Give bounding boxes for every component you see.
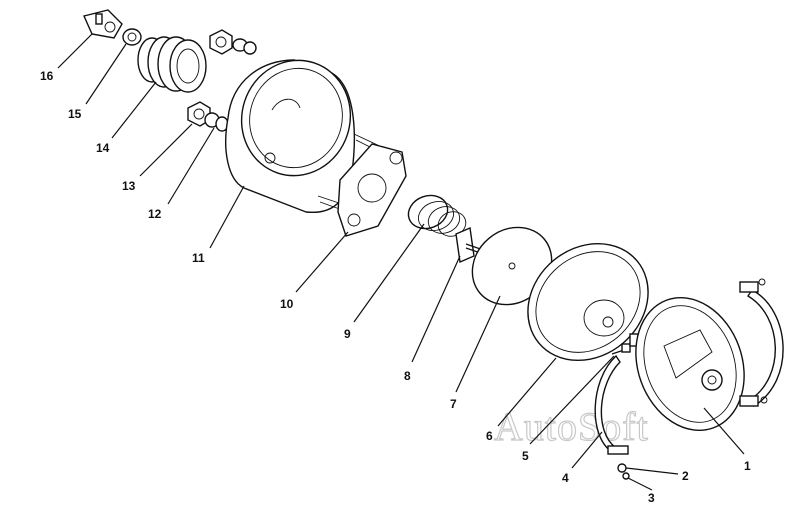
callout-6: 6 <box>486 429 493 443</box>
part-10-flange <box>317 133 407 237</box>
part-right-clamp-ring <box>739 278 784 407</box>
callout-8: 8 <box>404 369 411 383</box>
callout-2: 2 <box>682 469 689 483</box>
callout-12: 12 <box>148 207 162 221</box>
callout-15: 15 <box>68 107 82 121</box>
callout-14: 14 <box>96 141 110 155</box>
part-15-nut <box>122 28 142 46</box>
callout-1: 1 <box>744 459 751 473</box>
part-5-bolt <box>611 333 639 355</box>
part-top-nut-washers <box>209 29 257 55</box>
part-3-washer <box>622 472 630 480</box>
part-14-boot <box>137 36 207 93</box>
callout-9: 9 <box>344 327 351 341</box>
watermark: AutoSoft <box>494 404 649 449</box>
callout-7: 7 <box>450 397 457 411</box>
part-1-chamber-body <box>635 296 745 432</box>
callout-10: 10 <box>280 297 294 311</box>
callout-11: 11 <box>192 251 205 265</box>
part-9-spring <box>407 194 467 237</box>
part-2-nut <box>617 463 627 473</box>
leader-lines <box>57 33 745 491</box>
callout-4: 4 <box>562 471 569 485</box>
callout-13: 13 <box>122 179 136 193</box>
part-12-washer <box>204 112 229 132</box>
callout-3: 3 <box>648 491 655 505</box>
part-11-housing <box>225 59 355 214</box>
part-16-clevis <box>83 9 123 39</box>
part-6-diaphragm <box>527 242 649 362</box>
callout-16: 16 <box>40 69 54 83</box>
callout-5: 5 <box>522 449 529 463</box>
part-4-clamp-ring <box>594 354 629 455</box>
